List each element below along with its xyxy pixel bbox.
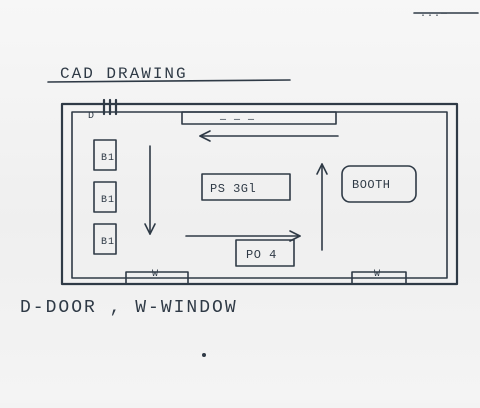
center-box <box>201 173 291 201</box>
outer-wall-outer <box>60 102 459 286</box>
left-bench-1 <box>93 139 117 171</box>
center-box-label: PS 3Gl <box>210 182 256 196</box>
left-bench-2 <box>93 181 117 213</box>
booth-label: BOOTH <box>352 178 391 192</box>
left-bench-1-label: B1 <box>101 153 115 164</box>
left-bench-3 <box>93 223 117 255</box>
window-left <box>125 271 189 285</box>
ink-dot <box>202 353 206 357</box>
bottom-box <box>235 239 295 267</box>
left-bench-3-label: B1 <box>101 237 115 248</box>
drawing-title: CAD DRAWING <box>60 65 188 83</box>
top-bar-box <box>181 111 337 125</box>
bottom-box-label: PO 4 <box>246 248 277 262</box>
arrow-right-head <box>316 163 328 175</box>
window-right-label: W <box>374 269 381 280</box>
arrow-bottom-head <box>289 230 301 242</box>
corner-scribble: ...— <box>420 9 448 20</box>
door-label: D <box>88 111 95 122</box>
top-bar-label: — — — <box>219 115 255 126</box>
left-bench-2-label: B1 <box>101 195 115 206</box>
window-left-label: W <box>152 269 159 280</box>
window-right <box>351 271 407 285</box>
title-underline <box>47 79 291 83</box>
arrow-top-head <box>199 130 211 142</box>
legend-text: D-DOOR , W-WINDOW <box>20 298 238 318</box>
arrow-left-head <box>144 223 156 235</box>
booth-box <box>341 165 417 203</box>
